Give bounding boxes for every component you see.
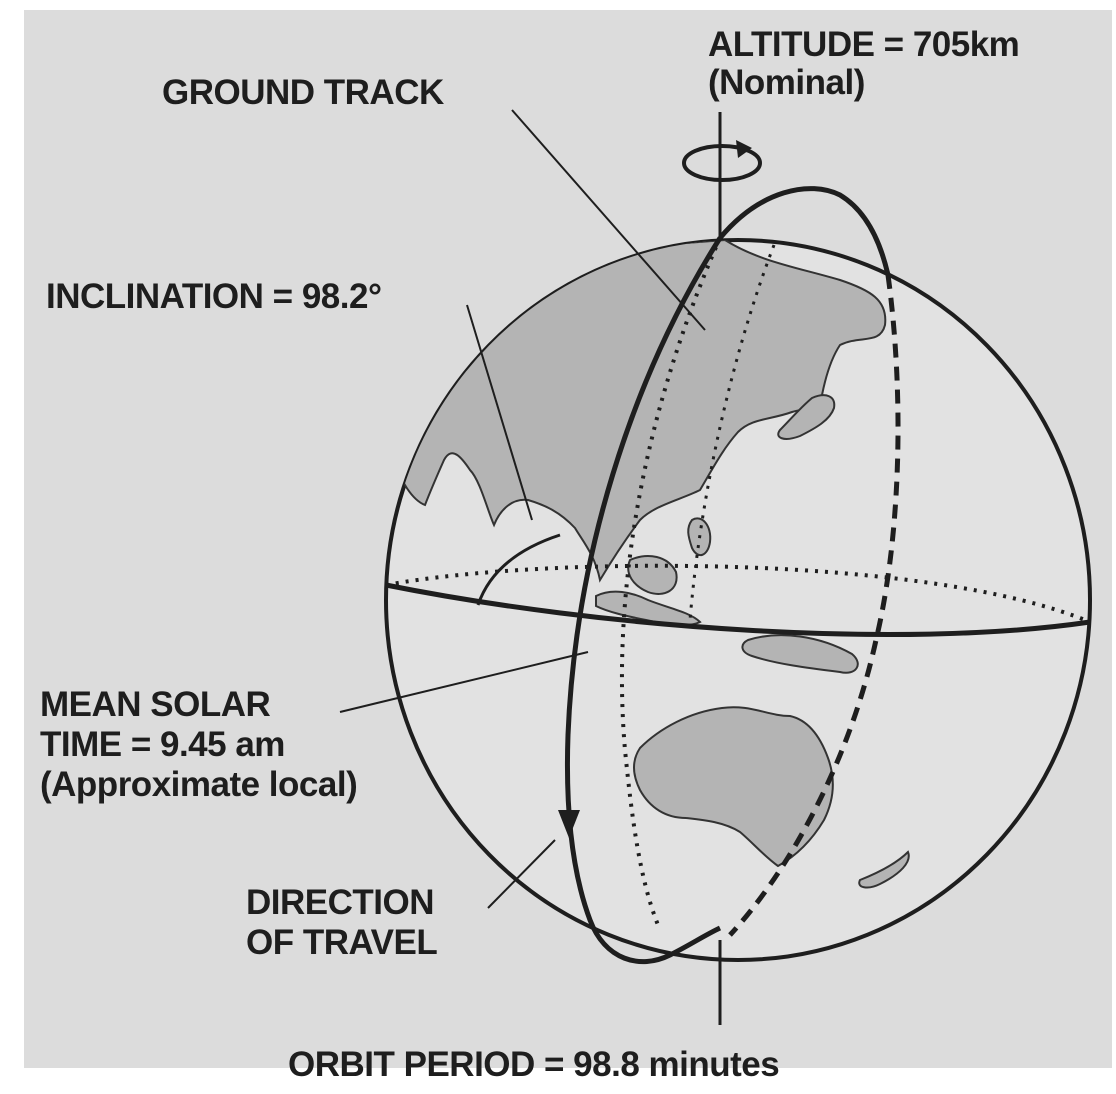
mean-solar-approx-label: (Approximate local): [40, 765, 358, 804]
ground-track-leader: [511, 109, 706, 331]
japan-landmass: [777, 394, 836, 440]
direction-leader: [487, 839, 556, 909]
direction-arrow-icon: [558, 810, 580, 838]
direction-of-travel-label: OF TRAVEL: [246, 923, 438, 962]
equator-back: [385, 563, 1091, 624]
rotation-arrow-icon: [682, 144, 762, 182]
orbit-top: [718, 186, 891, 276]
ground-track-label: GROUND TRACK: [162, 73, 444, 112]
orbit-back: [728, 274, 901, 937]
borneo-landmass: [627, 555, 678, 595]
mean-solar-leader: [339, 651, 589, 713]
inclination-leader: [466, 304, 533, 521]
mean-solar-time-label: TIME = 9.45 am: [40, 725, 285, 764]
new-zealand-landmass: [858, 850, 910, 889]
direction-label: DIRECTION: [246, 883, 435, 922]
rotation-arrowhead-icon: [736, 140, 752, 158]
orbit-period-label: ORBIT PERIOD = 98.8 minutes: [288, 1045, 780, 1084]
australia-landmass: [633, 706, 834, 868]
asia-landmass: [392, 240, 887, 583]
inclination-arc: [476, 533, 561, 606]
inclination-label: INCLINATION = 98.2°: [46, 277, 382, 316]
mean-solar-label: MEAN SOLAR: [40, 685, 271, 724]
altitude-nominal-label: (Nominal): [708, 63, 865, 102]
equator-front: [385, 582, 1091, 637]
ground-track-back: [688, 244, 776, 621]
new-guinea-landmass: [741, 634, 859, 674]
altitude-label: ALTITUDE = 705km: [708, 25, 1020, 64]
